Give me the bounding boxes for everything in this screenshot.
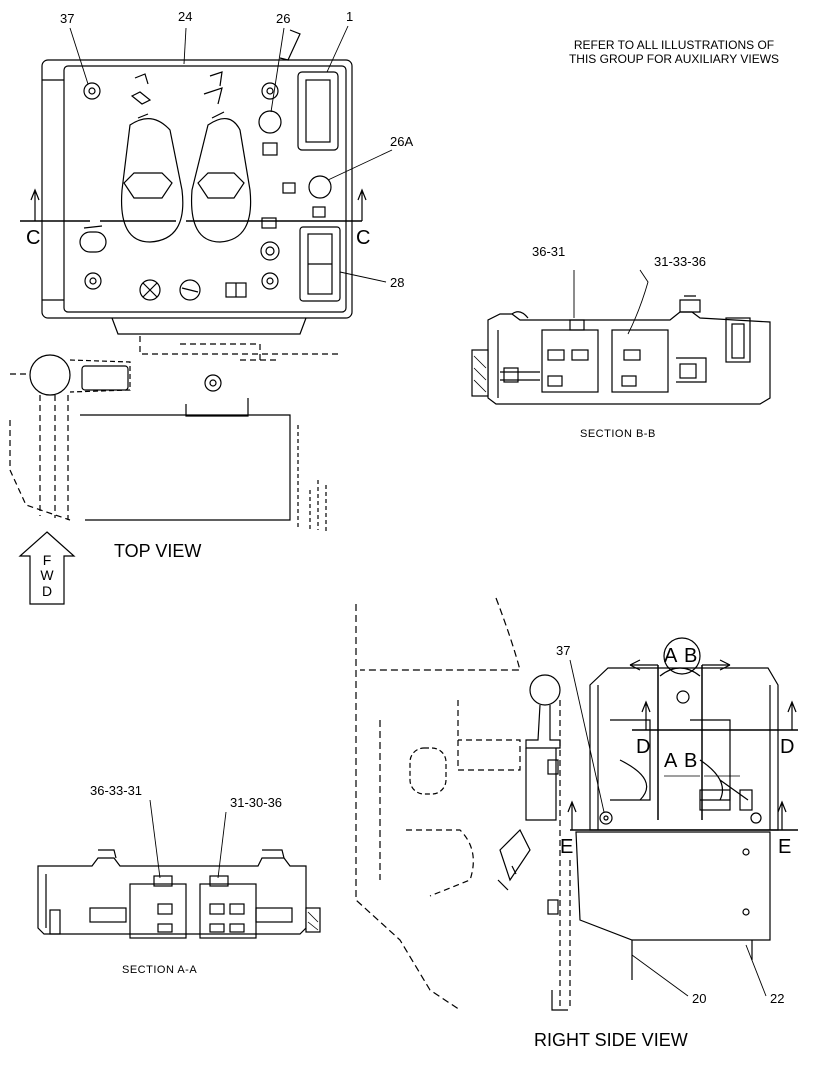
forward-arrow-label-d: D <box>41 583 53 599</box>
top-view-drawing <box>9 29 367 532</box>
section-marker-b-mid: B <box>684 750 698 772</box>
left-lever-gate <box>120 118 184 243</box>
right-lever-gate <box>190 118 252 243</box>
right-side-view-drawing <box>355 597 798 1011</box>
switch-28 <box>299 226 341 302</box>
section-bb-drawing <box>471 269 771 405</box>
callout-36-33-31: 36-33-31 <box>90 783 143 798</box>
callout-36-31: 36-31 <box>532 244 566 259</box>
section-marker-c-left: C <box>26 227 41 249</box>
section-marker-c-right: C <box>356 227 371 249</box>
callout-26: 26 <box>276 11 291 26</box>
section-marker-d-left: D <box>636 736 651 758</box>
section-marker-d-right: D <box>780 736 795 758</box>
light-26 <box>258 110 282 134</box>
callout-37-side: 37 <box>556 643 571 658</box>
section-aa-title: SECTION A-A <box>122 964 198 976</box>
light-26a <box>308 175 332 199</box>
section-aa-leaders <box>149 799 227 879</box>
reference-note-line-1: REFER TO ALL ILLUSTRATIONS OF <box>573 38 775 52</box>
section-marker-b-top: B <box>684 645 698 667</box>
forward-arrow-label-f: F <box>42 552 52 568</box>
section-bb-title: SECTION B-B <box>580 428 656 440</box>
right-side-view-title: RIGHT SIDE VIEW <box>534 1030 688 1050</box>
callout-37-top: 37 <box>60 11 75 26</box>
section-marker-a-mid: A <box>664 750 678 772</box>
section-marker-e-left: E <box>560 836 574 858</box>
callout-28: 28 <box>390 275 405 290</box>
callout-26a: 26A <box>390 134 414 149</box>
forward-arrow-label-w: W <box>40 567 54 583</box>
switch-1 <box>297 71 339 151</box>
forward-arrow <box>18 531 76 605</box>
top-view-leaders <box>69 25 393 283</box>
section-aa-drawing <box>37 849 321 939</box>
right-side-view-leaders <box>569 659 767 997</box>
callout-31-30-36: 31-30-36 <box>230 795 283 810</box>
callout-20: 20 <box>692 991 707 1006</box>
callout-31-33-36: 31-33-36 <box>654 254 707 269</box>
callout-22: 22 <box>770 991 785 1006</box>
screw-37 <box>83 82 101 100</box>
top-view-title: TOP VIEW <box>114 541 202 561</box>
reference-note-line-2: THIS GROUP FOR AUXILIARY VIEWS <box>568 52 780 66</box>
reference-note: REFER TO ALL ILLUSTRATIONS OF THIS GROUP… <box>548 38 800 66</box>
section-marker-e-right: E <box>778 836 792 858</box>
callout-24: 24 <box>178 9 193 24</box>
section-marker-a-top: A <box>664 645 678 667</box>
callout-1: 1 <box>346 9 354 24</box>
